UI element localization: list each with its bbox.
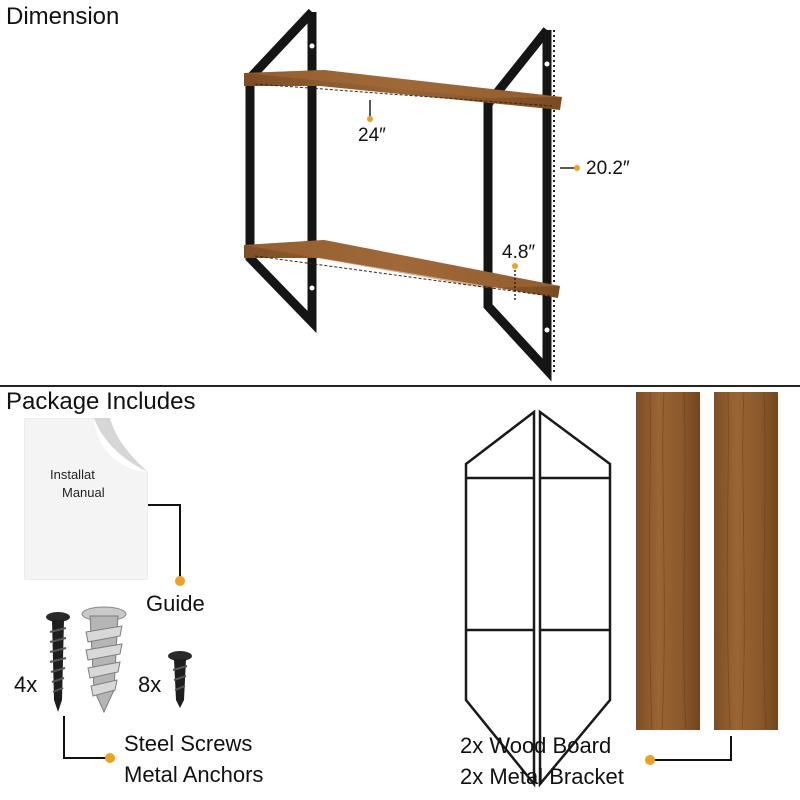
screw-count-label: 4x: [14, 672, 38, 697]
guide-callout-dot: [175, 576, 185, 586]
screws-callout-dot: [105, 753, 115, 763]
height-label: 20.2″: [586, 158, 630, 179]
height-callout-dot: [574, 165, 580, 171]
bracket-label: 2x Metal Bracket: [460, 764, 624, 789]
width-label: 24″: [358, 125, 386, 146]
screws-label: Steel Screws: [124, 731, 253, 756]
boards-callout-dot: [645, 755, 655, 765]
width-callout-dot: [367, 116, 373, 122]
manual-title-line1: Installat: [50, 467, 95, 482]
screw-icon: [46, 612, 70, 712]
section-divider: [0, 385, 800, 387]
right-bracket: [483, 27, 552, 382]
wall-anchor-icon: [81, 606, 127, 714]
page-curl-icon: [94, 418, 148, 472]
anchors-label: Metal Anchors: [124, 762, 264, 787]
manual-title-line2: Manual: [62, 485, 105, 500]
depth-callout-dot: [512, 263, 518, 269]
dimension-heading: Dimension: [6, 3, 120, 30]
guide-label: Guide: [146, 591, 205, 616]
wood-board-icon: [636, 391, 778, 731]
depth-label: 4.8″: [502, 242, 536, 263]
small-screw-count-label: 8x: [138, 672, 162, 697]
board-label: 2x Wood Board: [460, 733, 612, 758]
bracket-frame-icon: [464, 409, 612, 788]
package-heading: Package Includes: [6, 388, 196, 415]
small-screw-icon: [168, 651, 192, 708]
manual-icon: Installat Manual: [24, 418, 148, 580]
left-bracket: [245, 8, 317, 334]
